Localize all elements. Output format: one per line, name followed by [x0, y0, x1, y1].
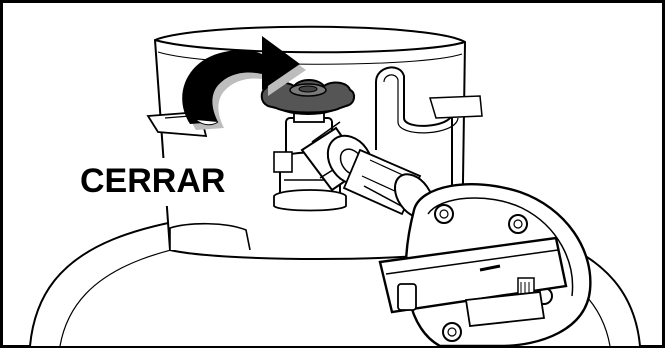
instruction-label: CERRAR: [80, 164, 225, 198]
